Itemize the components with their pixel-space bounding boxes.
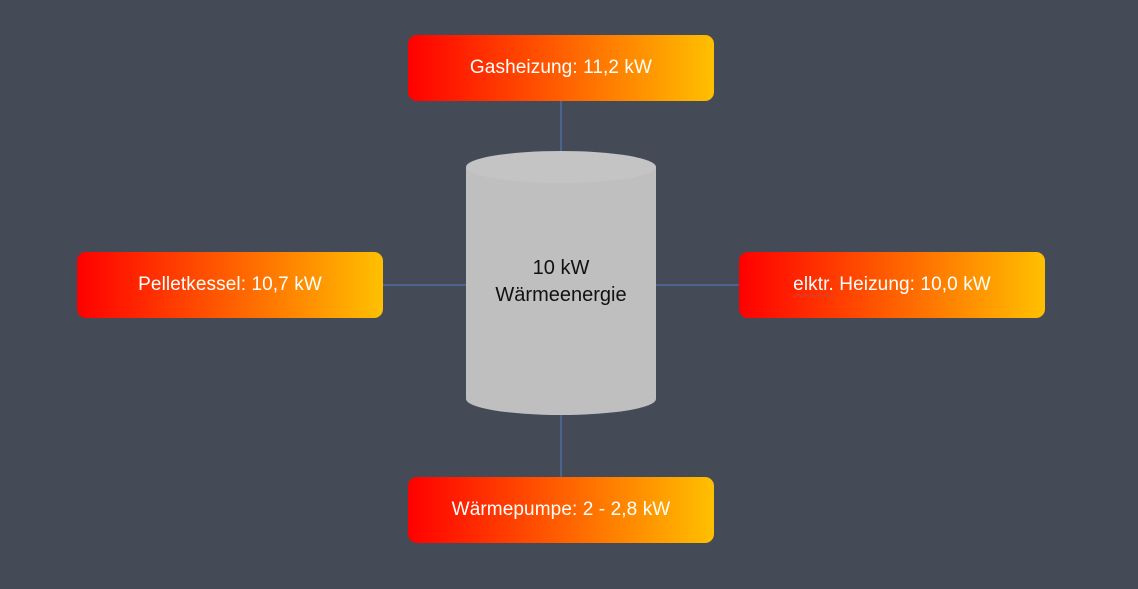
storage-power-text: 10 kW [532, 257, 590, 279]
cylinder-body [466, 167, 656, 415]
pellet-boiler-box: Pelletkessel: 10,7 kW [77, 252, 383, 318]
storage-energy-text: Wärmeenergie [495, 284, 627, 306]
heat-pump-label: Wärmepumpe: 2 - 2,8 kW [451, 499, 671, 520]
storage-cylinder [466, 151, 656, 415]
electric-heating-abbrev: elktr. [793, 274, 834, 295]
pellet-boiler-label: Pelletkessel: 10,7 kW [138, 274, 322, 295]
cylinder-top [466, 151, 656, 183]
electric-heating-box: elktr. Heizung: 10,0 kW [739, 252, 1045, 318]
electric-heating-rest: Heizung: 10,0 kW [833, 274, 991, 295]
heat-pump-box: Wärmepumpe: 2 - 2,8 kW [408, 477, 714, 543]
storage-label: 10 kW Wärmeenergie [466, 255, 656, 309]
gas-heating-box: Gasheizung: 11,2 kW [408, 35, 714, 101]
gas-heating-label: Gasheizung: 11,2 kW [469, 57, 653, 78]
electric-heating-label: elktr. Heizung: 10,0 kW [793, 274, 991, 296]
